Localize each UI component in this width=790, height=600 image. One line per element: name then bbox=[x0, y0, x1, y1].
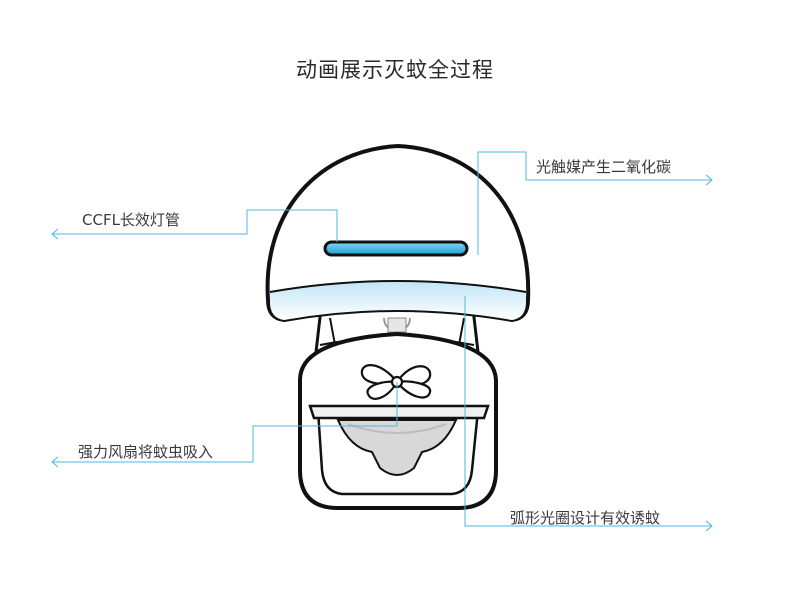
fan-icon bbox=[360, 364, 432, 400]
callout-lines bbox=[51, 151, 713, 532]
ccfl-tube bbox=[323, 240, 469, 257]
callout-label-ccfl: CCFL长效灯管 bbox=[82, 211, 180, 229]
callout-line-fan bbox=[52, 382, 398, 463]
page-title: 动画展示灭蚊全过程 bbox=[296, 58, 494, 82]
arrow-right-icon bbox=[705, 174, 713, 186]
callout-line-ccfl bbox=[52, 209, 338, 242]
callout-line-co2 bbox=[477, 151, 712, 255]
lamp-base bbox=[298, 331, 498, 510]
arrow-left-icon bbox=[51, 456, 59, 468]
callout-label-co2: 光触媒产生二氧化碳 bbox=[536, 158, 672, 176]
light-ring bbox=[270, 281, 526, 320]
lamp-cap bbox=[265, 143, 531, 323]
callout-label-ring: 弧形光圈设计有效诱蚊 bbox=[510, 509, 661, 527]
callout-label-fan: 强力风扇将蚊虫吸入 bbox=[78, 443, 214, 461]
callout-line-ring bbox=[464, 296, 712, 527]
arrow-left-icon bbox=[51, 228, 59, 240]
arrow-right-icon bbox=[705, 520, 713, 532]
